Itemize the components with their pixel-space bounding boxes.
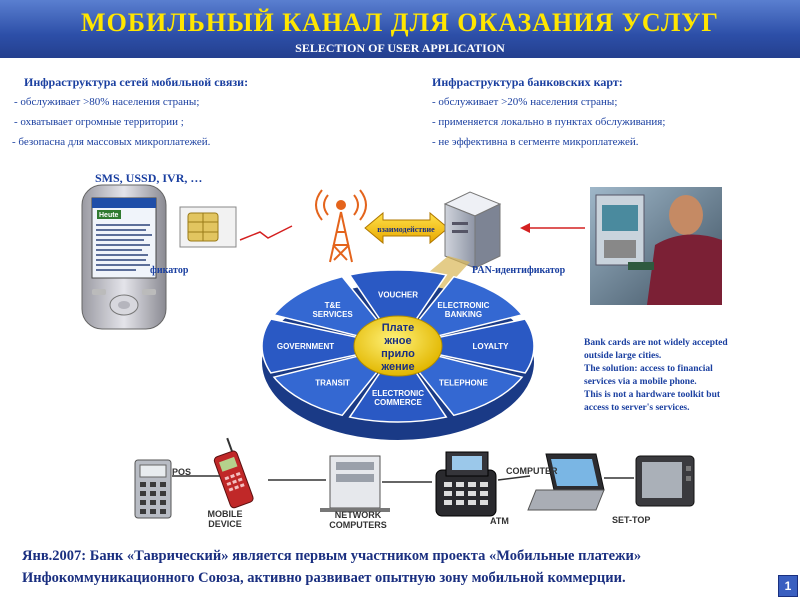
phone-screen-brand: Heute	[99, 212, 119, 219]
network-computers-label: NETWORK COMPUTERS	[326, 510, 390, 530]
mobile-device-label: MOBILE DEVICE	[204, 509, 246, 529]
mobile-phone-image	[81, 184, 167, 330]
card-infra-item: - применяется локально в пунктах обслужи…	[432, 116, 666, 128]
settop-label: SET-TOP	[612, 515, 651, 525]
phone-identifier-label: фикатор	[150, 265, 189, 276]
radio-tower-icon	[315, 189, 367, 263]
mobile-infrastructure-heading: Инфраструктура сетей мобильной связи:	[24, 75, 249, 89]
pie-center	[353, 315, 443, 377]
note-line: Bank cards are not widely accepted	[584, 338, 728, 348]
pos-terminal-icon	[134, 459, 172, 519]
card-infrastructure-block: Инфраструктура банковских карт: - обслуж…	[432, 72, 665, 152]
mobile-infra-item: - безопасна для массовых микроплатежей.	[12, 136, 211, 148]
note-line: This is not a hardware toolkit but	[584, 390, 721, 400]
network-computers-label-line: COMPUTERS	[329, 520, 387, 530]
pie-segment-label: VOUCHER	[378, 290, 418, 299]
pie-segment-label: TELEPHONE	[439, 379, 489, 388]
card-infra-item: - обслуживает >20% населения страны;	[432, 96, 618, 108]
footer-block: Янв.2007: Банк «Таврический» является пе…	[0, 544, 800, 600]
pie-center-line: Плате	[382, 322, 415, 334]
network-computer-icon	[320, 455, 390, 512]
pie-center-line: прило	[381, 348, 415, 360]
note-line: outside large cities.	[584, 351, 662, 361]
note-line: services via a mobile phone.	[584, 377, 697, 387]
wireless-link-line	[239, 225, 293, 241]
mobile-infra-item: - обслуживает >80% населения страны;	[14, 96, 200, 108]
pie-segment-label: GOVERNMENT	[277, 342, 334, 351]
page-number: 1	[778, 575, 798, 597]
atm-photo	[590, 187, 722, 305]
note-line: access to server's services.	[584, 403, 690, 413]
pie-segment	[348, 269, 448, 348]
mobile-device-label-line: DEVICE	[208, 519, 242, 529]
pie-segment	[261, 318, 399, 374]
footer-line: Инфокоммуникационного Союза, активно раз…	[22, 570, 626, 586]
bank-cards-note: Bank cards are not widely accepted outsi…	[584, 337, 784, 415]
pie-segment-label: TRANSIT	[315, 379, 350, 388]
pie-segment-label: LOYALTY	[472, 342, 509, 351]
pan-identifier-label: PAN-идентификатор	[472, 265, 566, 276]
computer-label: COMPUTER	[506, 466, 558, 476]
channels-label: SMS, USSD, IVR, …	[95, 171, 203, 185]
note-line: The solution: access to financial	[584, 364, 713, 374]
server-icon	[443, 191, 502, 269]
network-computers-label-line: NETWORK	[334, 510, 382, 520]
mobile-infra-item: - охватывает огромные территории ;	[14, 116, 184, 128]
laptop-icon	[527, 453, 605, 511]
interaction-label: взаимодействие	[377, 225, 435, 234]
footer-line: Янв.2007: Банк «Таврический» является пе…	[22, 548, 642, 564]
pie-segment	[397, 318, 535, 374]
sim-card-image	[179, 206, 237, 248]
page-title: МОБИЛЬНЫЙ КАНАЛ ДЛЯ ОКАЗАНИЯ УСЛУГ	[81, 8, 719, 37]
atm-label: ATM	[490, 516, 509, 526]
pie-center-line: жение	[380, 361, 414, 373]
pie-segment	[348, 344, 448, 423]
pos-label: POS	[172, 467, 192, 477]
mobile-infrastructure-block: Инфраструктура сетей мобильной связи: - …	[12, 72, 248, 152]
header-banner: МОБИЛЬНЫЙ КАНАЛ ДЛЯ ОКАЗАНИЯ УСЛУГ SELEC…	[0, 0, 800, 58]
card-infrastructure-heading: Инфраструктура банковских карт:	[432, 75, 623, 89]
page-subtitle: SELECTION OF USER APPLICATION	[295, 41, 505, 55]
pie-center-line: жное	[383, 335, 411, 347]
settop-tv-icon	[635, 455, 695, 507]
card-infra-item: - не эффективна в сегменте микроплатежей…	[432, 136, 639, 148]
mobile-device-label-line: MOBILE	[207, 509, 243, 519]
mobile-device-icon	[213, 437, 254, 509]
device-connection-lines	[172, 475, 634, 483]
atm-terminal-icon	[435, 451, 497, 517]
